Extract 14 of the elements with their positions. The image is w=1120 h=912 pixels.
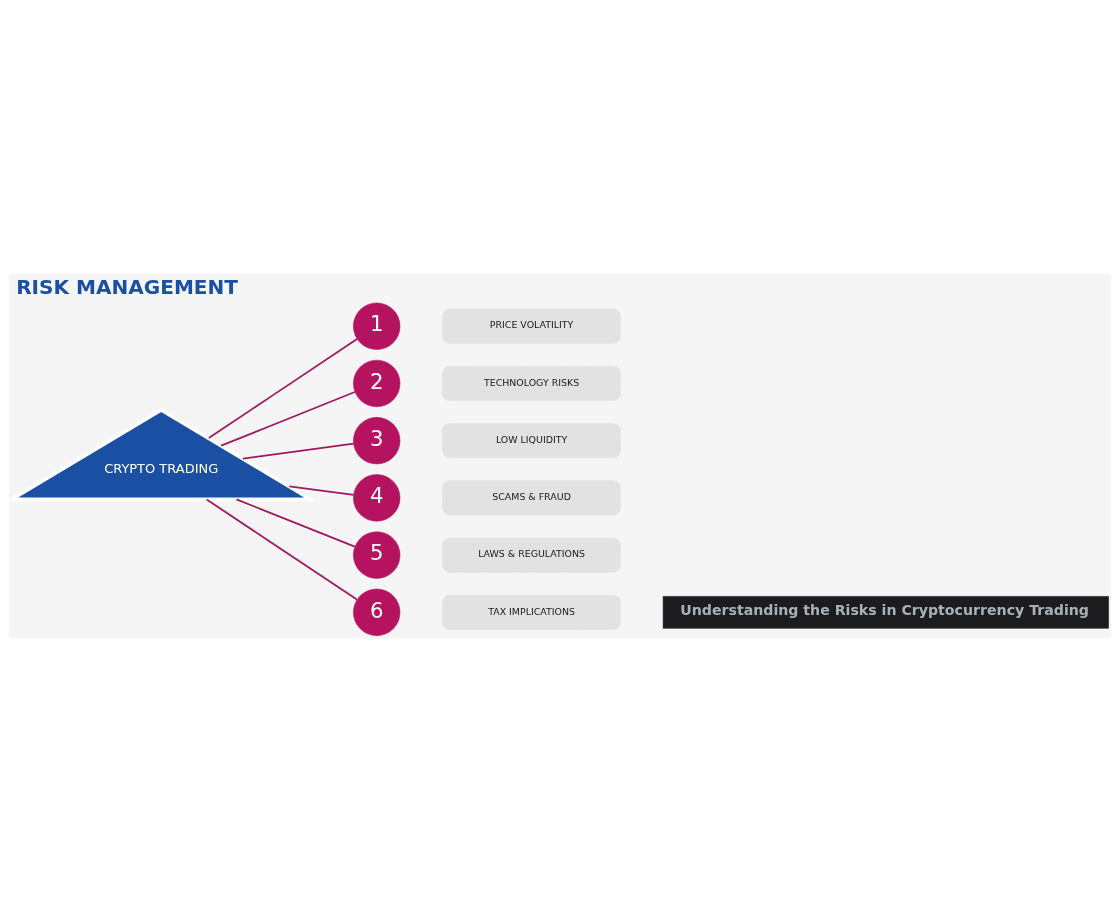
node-circle: 4 xyxy=(353,474,401,522)
connector xyxy=(288,485,355,496)
diagram-title: RISK MANAGEMENT xyxy=(16,275,239,300)
node-circle: 5 xyxy=(353,531,401,579)
connector xyxy=(205,498,358,601)
node-circle: 2 xyxy=(353,359,401,408)
caption: Understanding the Risks in Cryptocurrency Trading xyxy=(680,602,1089,619)
connector xyxy=(207,338,358,439)
node-circle: 3 xyxy=(353,417,401,465)
connector xyxy=(241,442,355,460)
node-circle: 1 xyxy=(353,302,401,350)
connector xyxy=(235,498,356,548)
node-circle: 6 xyxy=(353,588,401,636)
connector xyxy=(220,391,356,447)
